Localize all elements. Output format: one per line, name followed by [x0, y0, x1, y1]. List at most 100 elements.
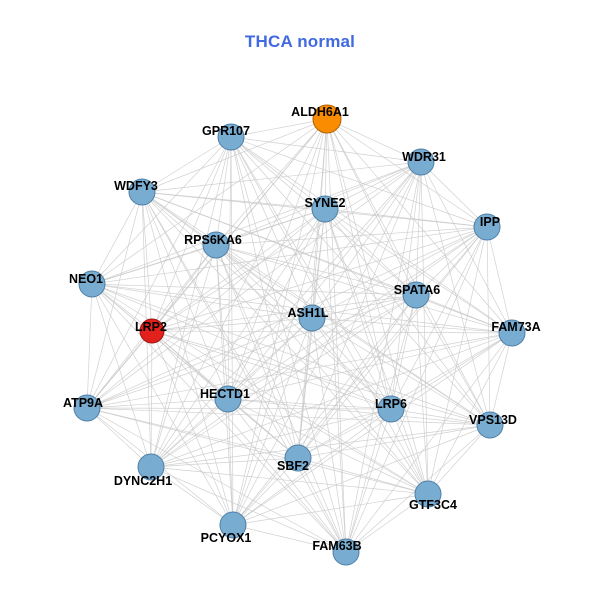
edge-ATP9A-VPS13D — [86, 407, 491, 426]
edge-IPP-LRP2 — [151, 226, 488, 332]
edge-LRP2-FAM63B — [151, 330, 347, 553]
edge-ALDH6A1-FAM63B — [326, 118, 347, 553]
edge-ALDH6A1-HECTD1 — [227, 118, 328, 400]
node-SYNE2 — [311, 195, 339, 223]
edge-ASH1L-LRP2 — [151, 317, 313, 332]
edge-IPP-ATP9A — [86, 226, 488, 409]
node-FAM73A — [498, 319, 526, 347]
edge-ASH1L-GTF3C4 — [311, 317, 429, 495]
edge-WDR31-SYNE2 — [324, 161, 422, 210]
edge-RPS6KA6-NEO1 — [91, 244, 217, 285]
edge-FAM73A-SBF2 — [297, 332, 513, 459]
edge-ALDH6A1-DYNC2H1 — [150, 118, 328, 468]
edge-GPR107-ASH1L — [230, 136, 313, 319]
node-HECTD1 — [214, 385, 242, 413]
edge-FAM73A-LRP2 — [151, 330, 513, 334]
edge-GPR107-RPS6KA6 — [215, 136, 232, 246]
node-SBF2 — [284, 444, 312, 472]
edge-GPR107-WDFY3 — [141, 136, 232, 193]
edge-VPS13D-GTF3C4 — [427, 424, 491, 495]
edge-LRP6-DYNC2H1 — [150, 408, 392, 468]
edge-WDR31-WDFY3 — [141, 161, 422, 193]
edge-LRP6-FAM63B — [345, 408, 392, 553]
edge-SYNE2-GTF3C4 — [324, 208, 429, 495]
edge-NEO1-VPS13D — [91, 283, 491, 426]
edge-RPS6KA6-DYNC2H1 — [150, 244, 217, 468]
edge-ALDH6A1-VPS13D — [326, 118, 491, 426]
edge-SYNE2-LRP2 — [151, 208, 326, 332]
edge-SPATA6-FAM73A — [415, 294, 513, 334]
edge-FAM73A-ATP9A — [86, 332, 513, 409]
edge-IPP-FAM73A — [486, 226, 513, 334]
node-VPS13D — [476, 411, 504, 439]
edge-NEO1-FAM73A — [91, 283, 513, 334]
edge-SYNE2-ATP9A — [86, 208, 326, 409]
edge-SBF2-GTF3C4 — [297, 457, 429, 495]
edge-ASH1L-VPS13D — [311, 317, 491, 426]
edge-IPP-RPS6KA6 — [215, 226, 488, 246]
edge-NEO1-GTF3C4 — [91, 283, 429, 495]
node-WDFY3 — [128, 178, 156, 206]
edge-LRP2-ATP9A — [86, 330, 153, 409]
edge-layer — [86, 118, 513, 553]
edge-RPS6KA6-SPATA6 — [215, 244, 417, 296]
edge-RPS6KA6-SBF2 — [215, 244, 299, 459]
plot-title: THCA normal — [244, 32, 356, 51]
node-RPS6KA6 — [202, 231, 230, 259]
edge-SPATA6-ASH1L — [311, 294, 417, 319]
edge-GPR107-PCYOX1 — [230, 136, 234, 526]
edge-SPATA6-GTF3C4 — [415, 294, 429, 495]
edge-HECTD1-SBF2 — [227, 398, 299, 459]
edge-DYNC2H1-PCYOX1 — [150, 466, 234, 526]
node-NEO1 — [78, 270, 106, 298]
edge-RPS6KA6-HECTD1 — [215, 244, 229, 400]
edge-IPP-LRP6 — [390, 226, 488, 410]
edge-GPR107-IPP — [230, 136, 488, 228]
edge-FAM73A-PCYOX1 — [232, 332, 513, 526]
edge-FAM73A-VPS13D — [489, 332, 513, 426]
edge-VPS13D-DYNC2H1 — [150, 424, 491, 468]
edge-SYNE2-FAM63B — [324, 208, 347, 553]
edge-SYNE2-IPP — [324, 208, 488, 228]
edge-HECTD1-VPS13D — [227, 398, 491, 426]
edge-GPR107-ATP9A — [86, 136, 232, 409]
edge-WDR31-SPATA6 — [415, 161, 422, 296]
edge-LRP6-GTF3C4 — [390, 408, 429, 495]
edge-NEO1-DYNC2H1 — [91, 283, 152, 468]
node-ASH1L — [298, 304, 326, 332]
edge-GPR107-GTF3C4 — [230, 136, 429, 495]
edge-SYNE2-PCYOX1 — [232, 208, 326, 526]
edge-LRP2-VPS13D — [151, 330, 491, 426]
edge-WDR31-FAM73A — [420, 161, 513, 334]
edge-HECTD1-GTF3C4 — [227, 398, 429, 495]
edge-GTF3C4-PCYOX1 — [232, 493, 429, 526]
edge-RPS6KA6-LRP2 — [151, 244, 217, 332]
edge-LRP6-SBF2 — [297, 408, 392, 459]
edge-RPS6KA6-VPS13D — [215, 244, 491, 426]
edge-WDR31-IPP — [420, 161, 488, 228]
edge-SPATA6-PCYOX1 — [232, 294, 417, 526]
edge-WDR31-GTF3C4 — [420, 161, 429, 495]
edge-IPP-PCYOX1 — [232, 226, 488, 526]
edge-LRP2-LRP6 — [151, 330, 392, 410]
edge-GPR107-SYNE2 — [230, 136, 326, 210]
edge-WDFY3-ATP9A — [86, 191, 143, 409]
edge-ALDH6A1-WDFY3 — [141, 118, 328, 193]
edge-SPATA6-HECTD1 — [227, 294, 417, 400]
edge-DYNC2H1-GTF3C4 — [150, 466, 429, 495]
edge-WDFY3-FAM63B — [141, 191, 347, 553]
edge-GPR107-LRP2 — [151, 136, 232, 332]
edge-WDFY3-NEO1 — [91, 191, 143, 285]
node-GTF3C4 — [414, 480, 442, 508]
edge-SPATA6-VPS13D — [415, 294, 491, 426]
edge-IPP-FAM63B — [345, 226, 488, 553]
edge-IPP-SPATA6 — [415, 226, 488, 296]
edge-SPATA6-ATP9A — [86, 294, 417, 409]
edge-IPP-SBF2 — [297, 226, 488, 459]
edge-RPS6KA6-ASH1L — [215, 244, 313, 319]
edge-HECTD1-LRP6 — [227, 398, 392, 410]
edge-NEO1-PCYOX1 — [91, 283, 234, 526]
edge-IPP-GTF3C4 — [427, 226, 488, 495]
